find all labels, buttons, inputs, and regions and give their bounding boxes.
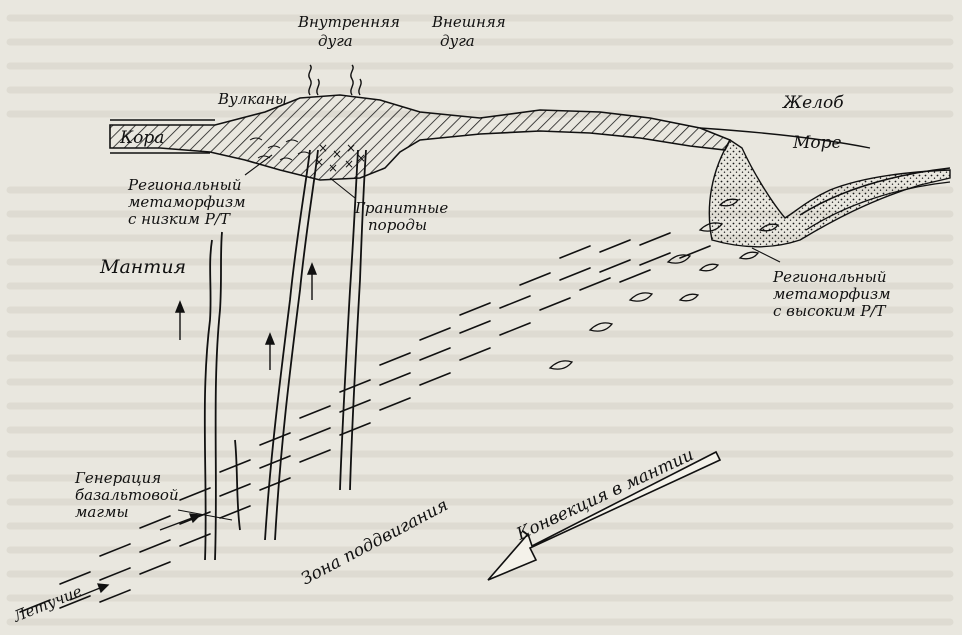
convection-label: Конвекция в мантии (513, 445, 697, 545)
inner-arc-label-1: Внутренняя (297, 13, 400, 31)
low-pt-label-2: метаморфизм (128, 193, 246, 211)
high-pt-label-2: метаморфизм (773, 285, 891, 303)
low-pt-label-3: с низким P/T (128, 210, 231, 228)
mantle-label: Мантия (99, 256, 186, 278)
svg-text:×: × (328, 161, 338, 175)
svg-text:×: × (346, 141, 356, 155)
crust-label: Кора (119, 128, 164, 148)
svg-text:×: × (318, 141, 328, 155)
upward-arrows (176, 264, 316, 370)
trench-label: Желоб (782, 93, 844, 113)
sea-label: Море (792, 133, 842, 153)
volcanoes-label: Вулканы (217, 90, 287, 108)
subduction-zone-label: Зона поддвигания (298, 495, 452, 589)
volatile-arrows (70, 514, 200, 600)
svg-text:×: × (344, 157, 354, 171)
basalt-label-1: Генерация (74, 469, 161, 487)
convection-arrow (488, 452, 720, 580)
granite-label-1: Гранитные (354, 199, 448, 217)
volcano-plumes (309, 65, 361, 95)
crust-layer (110, 95, 730, 180)
svg-text:×: × (332, 147, 342, 161)
granite-label-2: породы (368, 216, 427, 234)
inner-arc-label-2: дуга (318, 32, 353, 50)
volatiles-label: Летучие (10, 582, 85, 626)
outer-arc-label-2: дуга (440, 32, 475, 50)
basalt-label-2: базальтовой (75, 486, 179, 504)
high-pt-label-1: Региональный (772, 268, 887, 286)
high-pt-label-3: с высоким P/T (773, 302, 887, 320)
outer-arc-label-1: Внешняя (431, 13, 506, 31)
basalt-label-3: магмы (75, 503, 129, 521)
low-pt-label-1: Региональный (127, 176, 242, 194)
accretionary-wedge (709, 140, 950, 247)
